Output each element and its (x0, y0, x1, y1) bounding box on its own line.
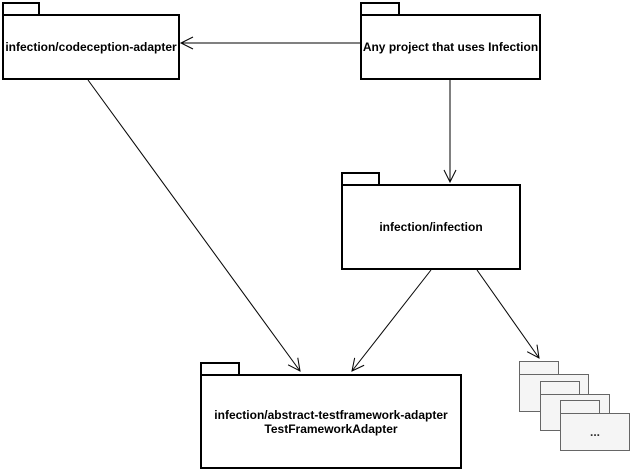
stack-ellipsis-label: ... (589, 425, 600, 439)
package-codeception-adapter-body: infection/codeception-adapter (2, 14, 180, 80)
stack-package-3-body: ... (560, 413, 630, 451)
package-any-project-body: Any project that uses Infection (360, 14, 541, 80)
edge-codeception-to-abstract (87, 79, 301, 372)
stack-package-1-tab (519, 361, 559, 374)
package-abstract-adapter-tab (200, 362, 240, 374)
package-infection-tab (341, 172, 380, 184)
package-label-line2: TestFrameworkAdapter (264, 421, 398, 436)
package-infection-body: infection/infection (341, 184, 521, 270)
stack-package-3-tab (560, 400, 600, 413)
package-any-project-tab (360, 2, 400, 14)
package-label-line1: infection/abstract-testframework-adapter (214, 407, 448, 422)
package-label: infection/infection (379, 220, 483, 234)
package-abstract-adapter-body: infection/abstract-testframework-adapter… (200, 374, 462, 469)
stack-package-2-tab (540, 381, 580, 394)
edge-infection-to-abstract (351, 269, 432, 372)
package-label: infection/codeception-adapter (5, 40, 177, 54)
package-label: Any project that uses Infection (362, 40, 539, 54)
package-codeception-adapter-tab (2, 2, 40, 14)
edge-infection-to-stack (476, 269, 540, 359)
